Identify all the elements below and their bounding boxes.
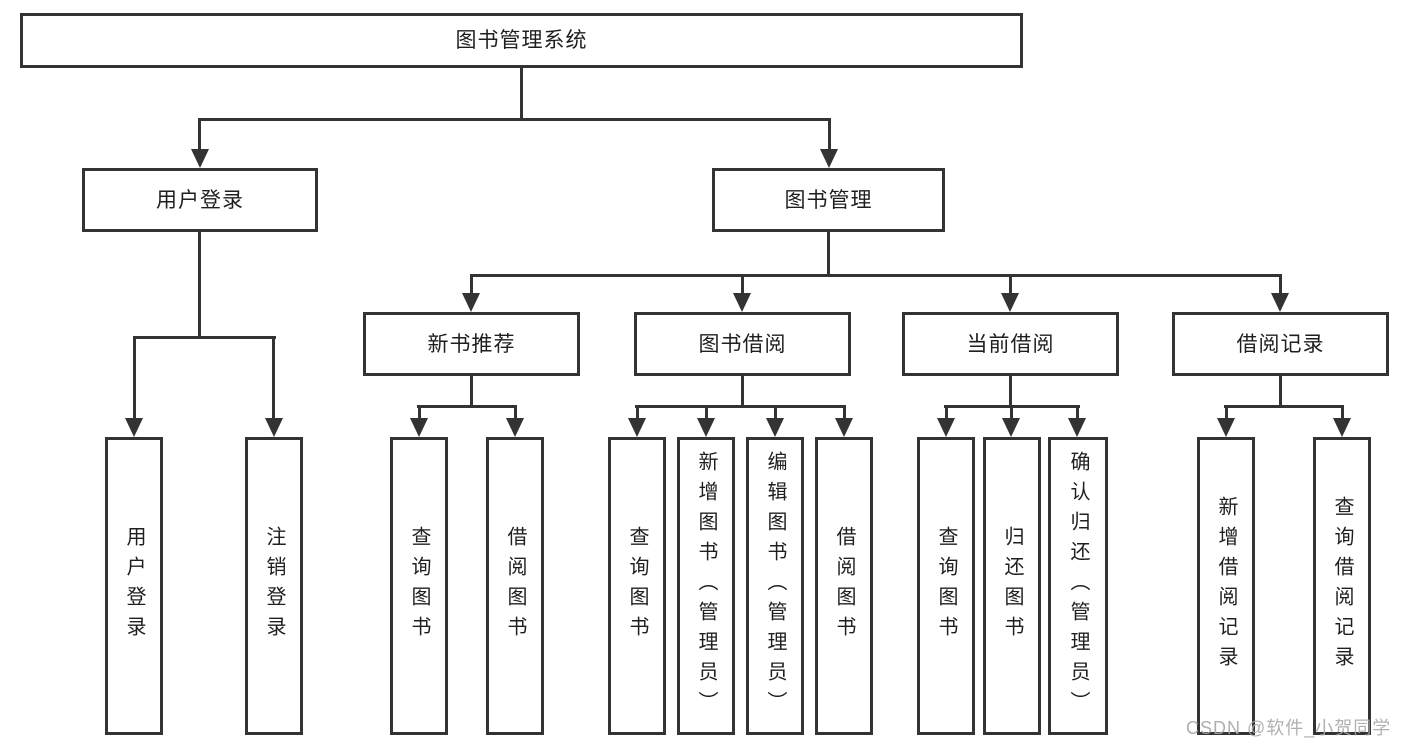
connector-drop-leaf-logout <box>272 336 275 419</box>
connector-g5-drop-1 <box>1225 405 1228 419</box>
leaf-query-borrow-record: 查询借阅记录 <box>1313 437 1371 735</box>
node-label: 当前借阅 <box>966 332 1055 356</box>
connector-g2-stem <box>470 376 473 408</box>
arrow-g3-leaf-2 <box>697 418 715 437</box>
arrow-g4-leaf-2 <box>1002 418 1020 437</box>
node-borrowing-records: 借阅记录 <box>1172 312 1389 376</box>
connector-drop-book-management <box>828 118 831 150</box>
connector-bookmgmt-horizontal <box>470 274 1282 277</box>
arrow-g3-leaf-3 <box>766 418 784 437</box>
connector-g4-drop-1 <box>945 405 948 419</box>
node-book-borrowing: 图书借阅 <box>634 312 851 376</box>
leaf-label: 借阅图书 <box>504 526 526 646</box>
arrow-down-book-borrow <box>733 293 751 312</box>
leaf-logout-login: 注销登录 <box>245 437 303 735</box>
connector-drop-book-borrow <box>741 274 744 294</box>
leaf-label: 确认归还（管理员） <box>1067 451 1089 721</box>
node-label: 图书借阅 <box>698 332 787 356</box>
arrow-down-leaf-logout <box>265 418 283 437</box>
arrow-g3-leaf-4 <box>835 418 853 437</box>
leaf-label: 用户登录 <box>123 526 145 646</box>
leaf-label: 归还图书 <box>1001 526 1023 646</box>
connector-g3-stem <box>741 376 744 408</box>
connector-g5-drop-2 <box>1341 405 1344 419</box>
connector-g3-drop-1 <box>636 405 639 419</box>
arrow-g2-leaf-1 <box>410 418 428 437</box>
arrow-down-borrow-records <box>1271 293 1289 312</box>
node-label: 用户登录 <box>156 188 244 212</box>
connector-bookmgmt-stem <box>827 232 830 276</box>
arrow-down-leaf-user-login <box>125 418 143 437</box>
leaf-label: 新增借阅记录 <box>1215 496 1237 676</box>
leaf-add-books-admin: 新增图书（管理员） <box>677 437 735 735</box>
leaf-label: 借阅图书 <box>833 526 855 646</box>
leaf-edit-books-admin: 编辑图书（管理员） <box>746 437 804 735</box>
leaf-return-books: 归还图书 <box>983 437 1041 735</box>
connector-g4-drop-2 <box>1010 405 1013 419</box>
arrow-g2-leaf-2 <box>506 418 524 437</box>
arrow-g4-leaf-3 <box>1068 418 1086 437</box>
leaf-add-borrow-record: 新增借阅记录 <box>1197 437 1255 735</box>
node-label: 图书管理系统 <box>455 29 588 52</box>
connector-drop-borrow-records <box>1279 274 1282 294</box>
leaf-borrow-books-recommend: 借阅图书 <box>486 437 544 735</box>
node-user-login: 用户登录 <box>82 168 318 232</box>
connector-drop-leaf-user-login <box>133 336 136 419</box>
node-label: 借阅记录 <box>1236 332 1325 356</box>
leaf-label: 注销登录 <box>263 526 285 646</box>
connector-drop-user-login <box>198 118 201 150</box>
connector-g2-drop-2 <box>514 405 517 419</box>
connector-drop-current-borrow <box>1009 274 1012 294</box>
leaf-label: 新增图书（管理员） <box>695 451 717 721</box>
connector-g4-stem <box>1009 376 1012 408</box>
leaf-label: 查询图书 <box>935 526 957 646</box>
csdn-watermark: CSDN @软件_小贺同学 <box>1186 718 1392 738</box>
connector-g3-drop-2 <box>705 405 708 419</box>
arrow-g5-leaf-1 <box>1217 418 1235 437</box>
connector-g2-drop-1 <box>418 405 421 419</box>
node-current-borrowing: 当前借阅 <box>902 312 1119 376</box>
leaf-label: 查询图书 <box>408 526 430 646</box>
connector-root-horizontal <box>199 118 831 121</box>
leaf-confirm-return-admin: 确认归还（管理员） <box>1048 437 1108 735</box>
arrow-g3-leaf-1 <box>628 418 646 437</box>
connector-g3-drop-4 <box>843 405 846 419</box>
connector-g5-stem <box>1279 376 1282 408</box>
leaf-label: 编辑图书（管理员） <box>764 451 786 721</box>
node-book-management: 图书管理 <box>712 168 945 232</box>
connector-g3-horizontal <box>635 405 846 408</box>
leaf-label: 查询借阅记录 <box>1331 496 1353 676</box>
connector-drop-new-book <box>470 274 473 294</box>
arrow-down-book-management <box>820 149 838 168</box>
node-library-system: 图书管理系统 <box>20 13 1023 68</box>
leaf-user-login: 用户登录 <box>105 437 163 735</box>
connector-root-stem <box>520 67 523 120</box>
leaf-label: 查询图书 <box>626 526 648 646</box>
arrow-down-user-login <box>191 149 209 168</box>
node-label: 新书推荐 <box>427 332 516 356</box>
connector-g2-horizontal <box>417 405 517 408</box>
arrow-down-current-borrow <box>1001 293 1019 312</box>
connector-g5-horizontal <box>1224 405 1344 408</box>
arrow-g5-leaf-2 <box>1333 418 1351 437</box>
leaf-borrow-books-borrowing: 借阅图书 <box>815 437 873 735</box>
node-new-book-recommend: 新书推荐 <box>363 312 580 376</box>
node-label: 图书管理 <box>784 188 873 212</box>
leaf-query-books-current: 查询图书 <box>917 437 975 735</box>
connector-g4-drop-3 <box>1076 405 1079 419</box>
connector-userlogin-horizontal <box>133 336 276 339</box>
leaf-query-books-recommend: 查询图书 <box>390 437 448 735</box>
leaf-query-books-borrowing: 查询图书 <box>608 437 666 735</box>
arrow-down-new-book <box>462 293 480 312</box>
connector-g3-drop-3 <box>774 405 777 419</box>
connector-userlogin-stem <box>198 232 201 339</box>
arrow-g4-leaf-1 <box>937 418 955 437</box>
